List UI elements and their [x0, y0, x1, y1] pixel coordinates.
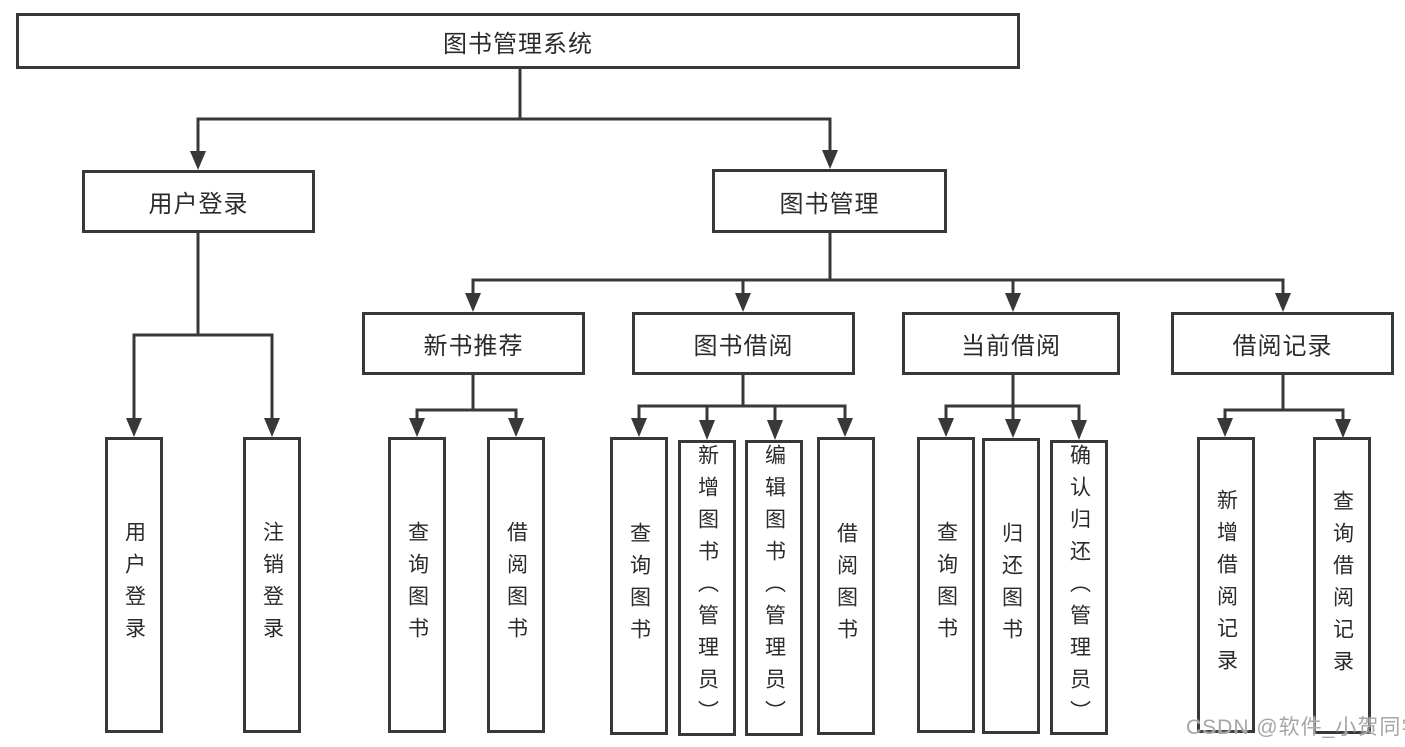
arrow-down-icon — [409, 418, 425, 437]
arrow-down-icon — [1005, 419, 1021, 438]
leaf-logout: 注销登录 — [243, 437, 301, 733]
leaf-search-books-current-label: 查询图书 — [934, 521, 958, 649]
node-library-system: 图书管理系统 — [16, 13, 1020, 69]
leaf-borrow-books: 借阅图书 — [817, 437, 875, 735]
arrow-down-icon — [735, 293, 751, 312]
node-current-borrowing: 当前借阅 — [902, 312, 1120, 375]
leaf-search-books-recommend: 查询图书 — [388, 437, 446, 733]
leaf-edit-books-admin-label: 编辑图书（管理员） — [762, 444, 786, 732]
node-user-login: 用户登录 — [82, 170, 315, 233]
leaf-add-borrow-record-label: 新增借阅记录 — [1214, 489, 1238, 681]
leaf-return-books: 归还图书 — [982, 438, 1040, 734]
leaf-edit-books-admin: 编辑图书（管理员） — [745, 440, 803, 736]
csdn-watermark: CSDN @软件_小贺同学 — [1186, 716, 1405, 739]
leaf-logout-label: 注销登录 — [260, 521, 284, 649]
node-new-book-recommend: 新书推荐 — [362, 312, 585, 375]
leaf-search-books-borrowing-label: 查询图书 — [627, 522, 651, 650]
node-book-borrowing-label: 图书借阅 — [693, 333, 794, 360]
leaf-borrow-books-label: 借阅图书 — [834, 522, 858, 650]
leaf-search-books-current: 查询图书 — [917, 437, 975, 733]
leaf-add-books-admin: 新增图书（管理员） — [678, 440, 736, 736]
arrow-down-icon — [465, 293, 481, 312]
arrow-down-icon — [126, 418, 142, 437]
arrow-down-icon — [508, 418, 524, 437]
leaf-add-borrow-record: 新增借阅记录 — [1197, 437, 1255, 733]
arrow-down-icon — [822, 150, 838, 169]
leaf-search-borrow-record: 查询借阅记录 — [1313, 437, 1371, 734]
leaf-borrow-books-recommend: 借阅图书 — [487, 437, 545, 733]
arrow-down-icon — [264, 418, 280, 437]
node-current-borrowing-label: 当前借阅 — [961, 333, 1061, 360]
leaf-search-books-recommend-label: 查询图书 — [405, 521, 429, 649]
arrow-down-icon — [631, 418, 647, 437]
node-user-login-label: 用户登录 — [148, 191, 249, 218]
node-book-management-label: 图书管理 — [779, 190, 880, 218]
node-borrowing-records-label: 借阅记录 — [1232, 333, 1333, 360]
leaf-borrow-books-recommend-label: 借阅图书 — [504, 521, 528, 649]
arrow-down-icon — [837, 418, 853, 437]
arrow-down-icon — [1071, 420, 1087, 440]
node-book-borrowing: 图书借阅 — [632, 312, 855, 375]
leaf-user-login: 用户登录 — [105, 437, 163, 733]
arrow-down-icon — [1005, 293, 1021, 312]
node-library-system-label: 图书管理系统 — [443, 30, 593, 58]
node-book-management: 图书管理 — [712, 169, 947, 233]
leaf-confirm-return-admin: 确认归还（管理员） — [1050, 440, 1108, 735]
arrow-down-icon — [1217, 418, 1233, 437]
leaf-user-login-label: 用户登录 — [122, 521, 146, 649]
node-borrowing-records: 借阅记录 — [1171, 312, 1394, 375]
arrow-down-icon — [767, 420, 783, 440]
arrow-down-icon — [699, 420, 715, 440]
arrow-down-icon — [938, 418, 954, 437]
leaf-search-borrow-record-label: 查询借阅记录 — [1330, 489, 1354, 682]
node-new-book-recommend-label: 新书推荐 — [423, 333, 524, 360]
arrow-down-icon — [1275, 293, 1291, 312]
leaf-search-books-borrowing: 查询图书 — [610, 437, 668, 735]
arrow-down-icon — [1335, 419, 1351, 438]
leaf-add-books-admin-label: 新增图书（管理员） — [695, 444, 719, 732]
leaf-confirm-return-admin-label: 确认归还（管理员） — [1067, 443, 1091, 732]
arrow-down-icon — [190, 151, 206, 170]
leaf-return-books-label: 归还图书 — [999, 522, 1023, 650]
